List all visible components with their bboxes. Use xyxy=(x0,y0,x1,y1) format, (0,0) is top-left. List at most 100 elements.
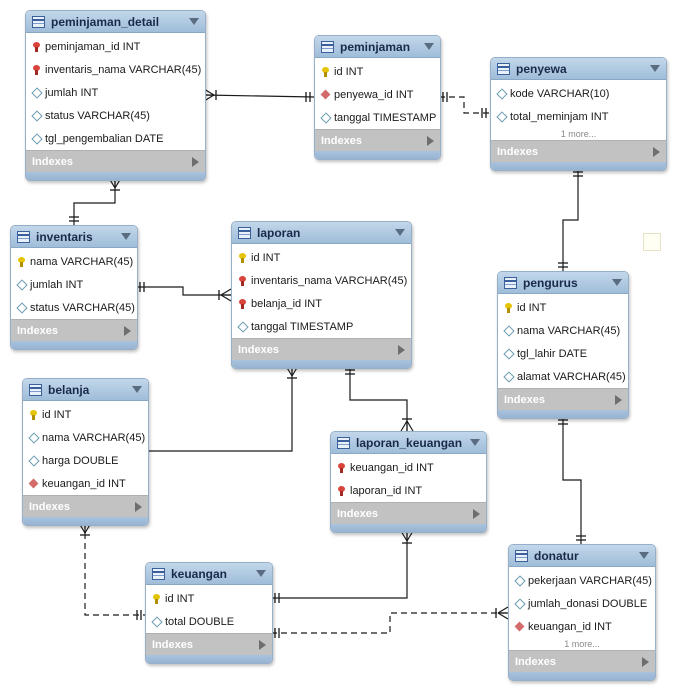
column-diamond-icon xyxy=(17,303,26,312)
column-diamond-icon xyxy=(504,349,513,358)
column-row[interactable]: tgl_pengembalian DATE xyxy=(26,127,205,150)
relationship-line xyxy=(439,96,490,114)
table-header[interactable]: donatur xyxy=(509,545,655,567)
column-row[interactable]: status VARCHAR(45) xyxy=(26,104,205,127)
table-header[interactable]: pengurus xyxy=(498,272,628,294)
table-header[interactable]: laporan_keuangan xyxy=(331,432,486,454)
expand-arrow-icon[interactable] xyxy=(653,146,660,157)
column-row[interactable]: keuangan_id INT xyxy=(23,472,148,495)
indexes-section[interactable]: Indexes xyxy=(232,338,411,360)
table-header[interactable]: penyewa xyxy=(491,58,666,80)
indexes-section[interactable]: Indexes xyxy=(23,495,148,517)
column-row[interactable]: nama VARCHAR(45) xyxy=(23,426,148,449)
column-row[interactable]: inventaris_nama VARCHAR(45) xyxy=(26,58,205,81)
collapse-arrow-icon[interactable] xyxy=(650,65,660,72)
collapse-arrow-icon[interactable] xyxy=(424,43,434,50)
column-row[interactable]: nama VARCHAR(45) xyxy=(11,250,137,273)
indexes-section[interactable]: Indexes xyxy=(498,388,628,410)
column-row[interactable]: jumlah INT xyxy=(11,273,137,296)
column-row[interactable]: alamat VARCHAR(45) xyxy=(498,365,628,388)
column-text: nama VARCHAR(45) xyxy=(42,431,146,444)
relationship-line xyxy=(84,523,145,616)
column-row[interactable]: id INT xyxy=(23,403,148,426)
primary-key-icon xyxy=(152,594,161,604)
column-row[interactable]: tgl_lahir DATE xyxy=(498,342,628,365)
indexes-section[interactable]: Indexes xyxy=(11,319,137,341)
table-header[interactable]: belanja xyxy=(23,379,148,401)
column-row[interactable]: pekerjaan VARCHAR(45) xyxy=(509,569,655,592)
indexes-section[interactable]: Indexes xyxy=(509,650,655,672)
table-header[interactable]: inventaris xyxy=(11,226,137,248)
indexes-section[interactable]: Indexes xyxy=(315,129,440,151)
indexes-section[interactable]: Indexes xyxy=(26,150,205,172)
column-row[interactable]: total DOUBLE xyxy=(146,610,272,633)
column-row[interactable]: keuangan_id INT xyxy=(331,456,486,479)
column-row[interactable]: id INT xyxy=(498,296,628,319)
collapse-arrow-icon[interactable] xyxy=(395,229,405,236)
column-text: id INT xyxy=(517,301,547,314)
column-row[interactable]: id INT xyxy=(232,246,411,269)
expand-arrow-icon[interactable] xyxy=(398,344,405,355)
expand-arrow-icon[interactable] xyxy=(192,156,199,167)
column-diamond-icon xyxy=(515,599,524,608)
column-diamond-icon xyxy=(32,134,41,143)
table-header[interactable]: laporan xyxy=(232,222,411,244)
more-columns-link[interactable]: 1 more... xyxy=(564,639,600,649)
column-row[interactable]: penyewa_id INT xyxy=(315,83,440,106)
collapse-arrow-icon[interactable] xyxy=(470,439,480,446)
column-row[interactable]: tanggal TIMESTAMP xyxy=(315,106,440,129)
expand-arrow-icon[interactable] xyxy=(642,656,649,667)
table-pengurus[interactable]: pengurus id INT nama VARCHAR(45)tgl_lahir … xyxy=(497,271,629,419)
collapse-arrow-icon[interactable] xyxy=(639,552,649,559)
expand-arrow-icon[interactable] xyxy=(615,394,622,405)
column-row[interactable]: id INT xyxy=(315,60,440,83)
relationship-penyewa-pengurus xyxy=(558,168,583,271)
more-columns-link[interactable]: 1 more... xyxy=(560,129,597,139)
indexes-label: Indexes xyxy=(497,145,538,158)
indexes-section[interactable]: Indexes xyxy=(331,502,486,524)
column-row[interactable]: kode VARCHAR(10) xyxy=(491,82,666,105)
column-row[interactable]: peminjaman_id INT xyxy=(26,35,205,58)
table-header[interactable]: peminjaman_detail xyxy=(26,11,205,33)
collapse-arrow-icon[interactable] xyxy=(121,233,131,240)
column-diamond-icon xyxy=(152,617,161,626)
table-header[interactable]: peminjaman xyxy=(315,36,440,58)
collapse-arrow-icon[interactable] xyxy=(189,18,199,25)
expand-arrow-icon[interactable] xyxy=(135,501,142,512)
indexes-label: Indexes xyxy=(152,638,193,651)
expand-arrow-icon[interactable] xyxy=(473,508,480,519)
table-bottom-bar xyxy=(23,517,148,525)
collapse-arrow-icon[interactable] xyxy=(612,279,622,286)
collapse-arrow-icon[interactable] xyxy=(256,570,266,577)
column-row[interactable]: id INT xyxy=(146,587,272,610)
column-row[interactable]: tanggal TIMESTAMP xyxy=(232,315,411,338)
indexes-section[interactable]: Indexes xyxy=(146,633,272,655)
column-row[interactable]: jumlah INT xyxy=(26,81,205,104)
expand-arrow-icon[interactable] xyxy=(259,639,266,650)
table-header[interactable]: keuangan xyxy=(146,563,272,585)
table-icon xyxy=(504,276,517,289)
column-row[interactable]: nama VARCHAR(45) xyxy=(498,319,628,342)
column-row[interactable]: harga DOUBLE xyxy=(23,449,148,472)
column-row[interactable]: laporan_id INT xyxy=(331,479,486,502)
column-row[interactable]: belanja_id INT xyxy=(232,292,411,315)
column-row[interactable]: jumlah_donasi DOUBLE xyxy=(509,592,655,615)
expand-arrow-icon[interactable] xyxy=(124,325,131,336)
column-text: status VARCHAR(45) xyxy=(30,301,135,314)
collapse-arrow-icon[interactable] xyxy=(132,386,142,393)
column-row[interactable]: status VARCHAR(45) xyxy=(11,296,137,319)
expand-arrow-icon[interactable] xyxy=(427,135,434,146)
indexes-section[interactable]: Indexes xyxy=(491,140,666,162)
column-row[interactable]: total_meminjam INT xyxy=(491,105,666,128)
column-row[interactable]: inventaris_nama VARCHAR(45) xyxy=(232,269,411,292)
column-row[interactable]: keuangan_id INT xyxy=(509,615,655,638)
